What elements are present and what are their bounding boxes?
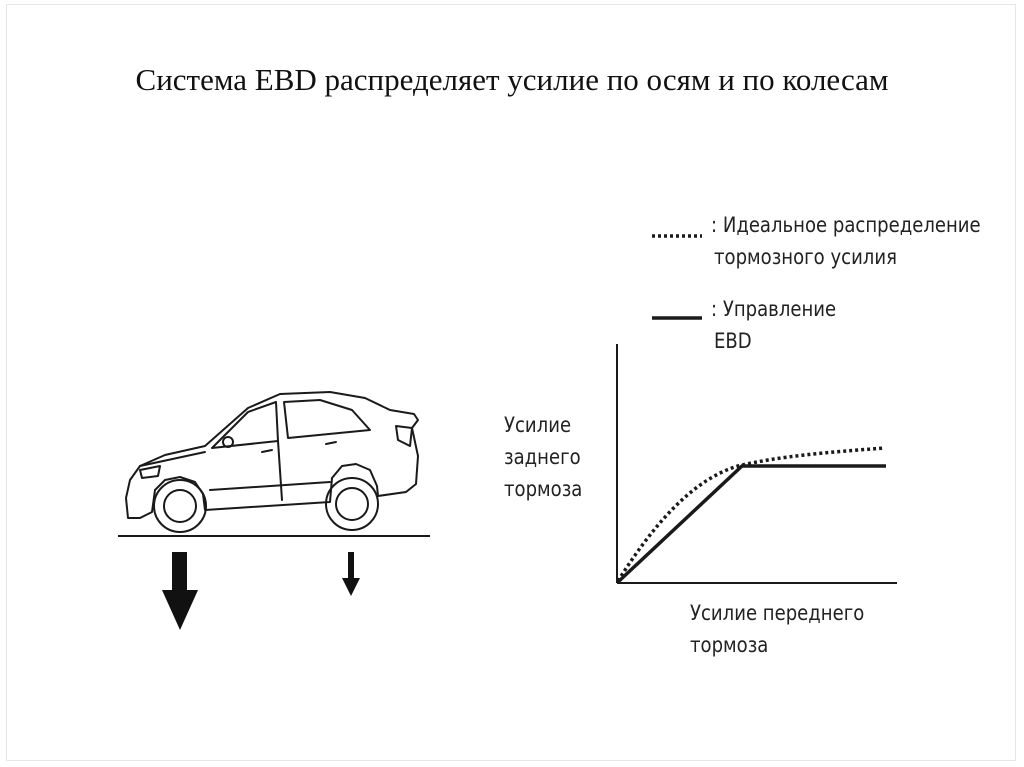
y-axis-label-3: тормоза — [504, 477, 583, 501]
x-axis-label-1: Усилие переднего — [690, 601, 865, 625]
car-front-wheel — [153, 479, 207, 533]
car-headlight — [139, 465, 161, 479]
rear-axle-load-arrow — [342, 552, 360, 596]
car-body — [125, 391, 419, 519]
car-door-handle-front — [261, 449, 273, 453]
x-axis-label-2: тормоза — [690, 633, 769, 657]
car-rear-window — [283, 399, 371, 439]
car-rear-wheel-hub — [335, 487, 369, 521]
car-sill-line — [209, 481, 331, 491]
car-front-window — [211, 401, 279, 449]
legend-ebd-label-1: : Управление — [711, 297, 837, 321]
car-door-line — [277, 440, 283, 501]
car-front-wheel-hub — [163, 489, 197, 523]
front-axle-load-arrow — [162, 552, 198, 630]
legend-ideal-label-2: тормозного усилия — [714, 245, 897, 269]
ebd-control-curve — [616, 464, 886, 584]
legend-ebd-label-2: EBD — [714, 329, 752, 353]
car-door-handle-rear — [325, 441, 337, 445]
y-axis-label-1: Усилие — [504, 413, 572, 437]
ideal-distribution-curve — [616, 446, 886, 582]
legend-ideal-label-1: : Идеальное распределение — [711, 213, 981, 237]
car-drawing — [125, 391, 419, 533]
car-hood-line — [139, 451, 206, 467]
car-rear-wheel — [325, 477, 379, 531]
car-mirror — [222, 436, 234, 448]
slide-frame — [6, 4, 1016, 761]
slide-title: Система EBD распределяет усилие по осям … — [135, 62, 889, 97]
car-taillight — [395, 425, 413, 447]
y-axis-label-2: заднего — [504, 445, 581, 469]
